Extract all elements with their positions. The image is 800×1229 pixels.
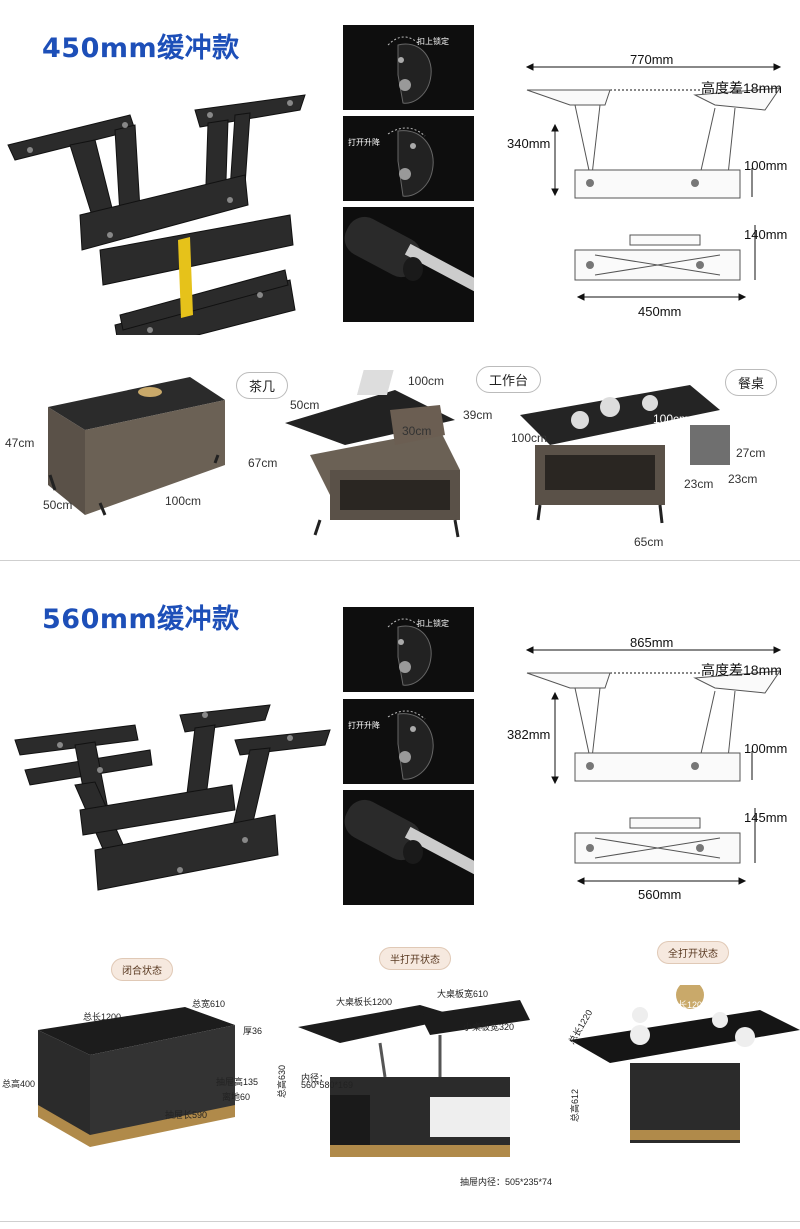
dim-width-560: 865mm xyxy=(630,635,674,650)
dim-work-mid: 30cm xyxy=(402,424,432,438)
dim-dining-length: 100cm xyxy=(511,431,548,445)
gas-spring-photo-450 xyxy=(343,207,474,322)
full-length: 总长1200 xyxy=(669,1000,708,1010)
mode-tag-coffee: 茶几 xyxy=(236,372,289,399)
lift-label-560: 打开升降 xyxy=(348,721,380,730)
half-height: 总高630 xyxy=(277,1064,287,1098)
dimension-diagram-450 xyxy=(525,63,782,301)
half-drawer-inner: 抽屉内径：505*235*74 xyxy=(460,1177,553,1187)
lock-label-560: 扣上锁定 xyxy=(417,619,449,628)
bottom-divider xyxy=(0,1221,800,1222)
table-modes-illustration xyxy=(48,370,730,538)
dim-coffee-width: 100cm xyxy=(165,494,202,508)
dim-height-560: 382mm xyxy=(507,727,551,742)
mode-tag-dining: 餐桌 xyxy=(725,369,778,396)
lift-photo-560: 打开升降 xyxy=(343,699,474,784)
dim-stool-depth: 23cm xyxy=(684,477,714,491)
dim-folded-height-560: 145mm xyxy=(744,810,788,825)
lock-photo-560: 扣上锁定 xyxy=(343,607,474,692)
dim-base-450: 100mm xyxy=(744,158,788,173)
closed-height: 总高400 xyxy=(2,1079,36,1089)
table-states-illustration xyxy=(38,985,800,1157)
half-top-length: 大桌板长1200 xyxy=(336,997,393,1007)
dim-dining-inner: 100cm xyxy=(653,412,690,426)
half-top-width: 大桌板宽610 xyxy=(437,989,489,999)
dim-folded-width-560: 560mm xyxy=(638,887,682,902)
dim-stool-height: 27cm xyxy=(736,446,766,460)
dim-coffee-height: 47cm xyxy=(5,436,35,450)
closed-thickness: 厚36 xyxy=(243,1026,263,1036)
dimension-diagram-560 xyxy=(525,646,782,885)
lock-photo-450: 扣上锁定 xyxy=(343,25,474,110)
half-inner-label: 内径： xyxy=(301,1073,329,1083)
dim-stool-width: 23cm xyxy=(728,472,758,486)
closed-width: 总宽610 xyxy=(192,999,226,1009)
closed-drawer-height: 抽屉高135 xyxy=(216,1077,259,1087)
dim-work-left: 50cm xyxy=(290,398,320,412)
half-inner-value: 560*580*169 xyxy=(301,1080,354,1090)
dim-work-top: 100cm xyxy=(408,374,445,388)
closed-floor-gap: 离地60 xyxy=(222,1092,251,1102)
dim-height-diff-560: 高度差18mm xyxy=(701,662,782,678)
state-tag-closed: 闭合状态 xyxy=(111,958,173,981)
dim-height-450: 340mm xyxy=(507,136,551,151)
section-divider xyxy=(0,560,800,561)
dim-base-560: 100mm xyxy=(744,741,788,756)
section1-title: 450mm缓冲款 xyxy=(42,33,240,64)
dim-work-right: 39cm xyxy=(463,408,493,422)
lift-label-450: 打开升降 xyxy=(348,138,380,147)
dim-folded-height-450: 140mm xyxy=(744,227,788,242)
state-tag-half: 半打开状态 xyxy=(379,947,451,970)
dim-dining-height: 65cm xyxy=(634,535,664,549)
closed-drawer-length: 抽屉长590 xyxy=(165,1110,208,1120)
half-small-top-width: 小桌板宽320 xyxy=(463,1022,515,1032)
lift-mechanism-560-illustration xyxy=(14,704,331,891)
lift-photo-450: 打开升降 xyxy=(343,116,474,201)
state-tag-full: 全打开状态 xyxy=(657,941,729,964)
gas-spring-photo-560 xyxy=(343,790,474,905)
dim-folded-width-450: 450mm xyxy=(638,304,682,319)
dim-work-height: 67cm xyxy=(248,456,278,470)
full-height: 总高612 xyxy=(570,1088,580,1122)
mode-tag-work: 工作台 xyxy=(476,366,542,393)
dim-coffee-depth: 50cm xyxy=(43,498,73,512)
lift-mechanism-450-illustration xyxy=(7,94,306,335)
section2-title: 560mm缓冲款 xyxy=(42,604,240,635)
dim-height-diff-450: 高度差18mm xyxy=(701,80,782,96)
closed-length: 总长1200 xyxy=(83,1012,122,1022)
lock-label-450: 扣上锁定 xyxy=(417,37,449,46)
dim-width-450: 770mm xyxy=(630,52,674,67)
